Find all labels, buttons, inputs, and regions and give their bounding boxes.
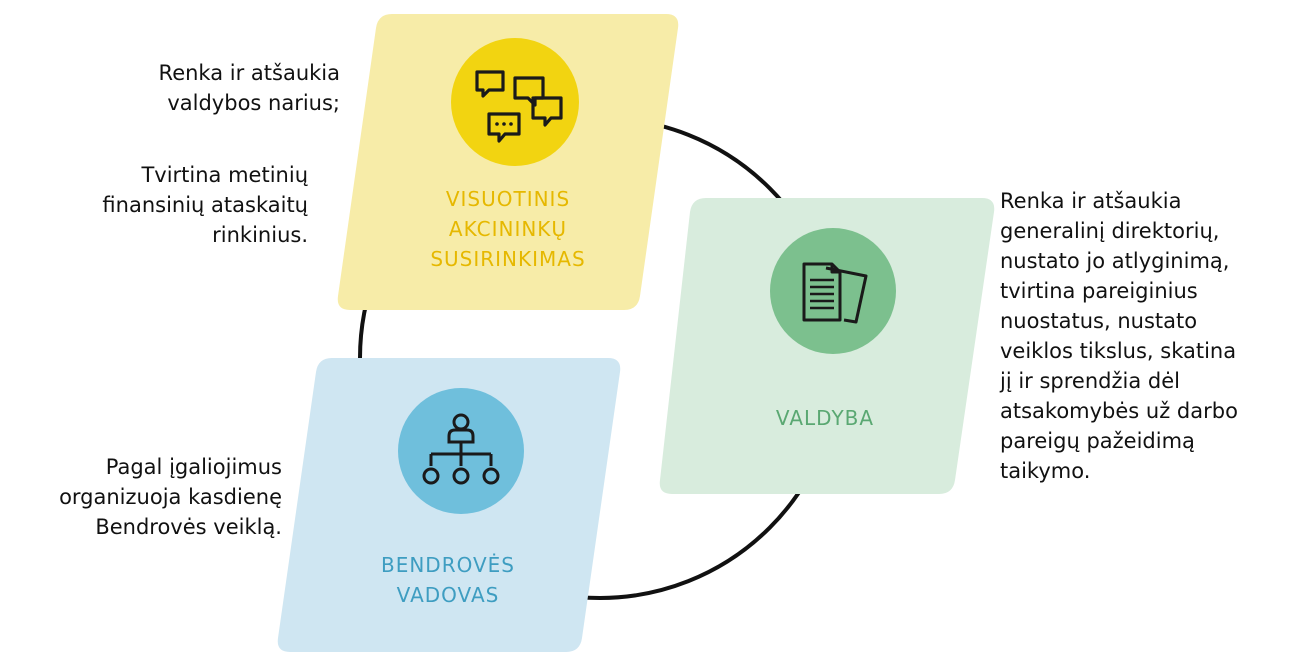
shareholders-description-2: Tvirtina metinių finansinių ataskaitų ri…	[102, 163, 308, 247]
shareholders-title: VISUOTINIS AKCININKŲ SUSIRINKIMAS	[430, 187, 586, 271]
shareholders-icon-circle	[451, 38, 579, 166]
ceo-title: BENDROVĖS VADOVAS	[380, 553, 516, 607]
chat-bubbles-icon	[475, 70, 563, 143]
shareholders-description-1: Renka ir atšaukia valdybos narius;	[158, 61, 340, 115]
board-title: VALDYBA	[775, 406, 875, 430]
board-description: Renka ir atšaukia generalinį direktorių,…	[1000, 189, 1238, 483]
ceo-icon-circle	[398, 388, 524, 514]
ceo-description: Pagal įgaliojimus organizuoja kasdienę B…	[59, 455, 282, 539]
board-icon-circle	[770, 228, 896, 354]
documents-icon	[802, 262, 868, 324]
org-chart-icon	[422, 413, 500, 485]
